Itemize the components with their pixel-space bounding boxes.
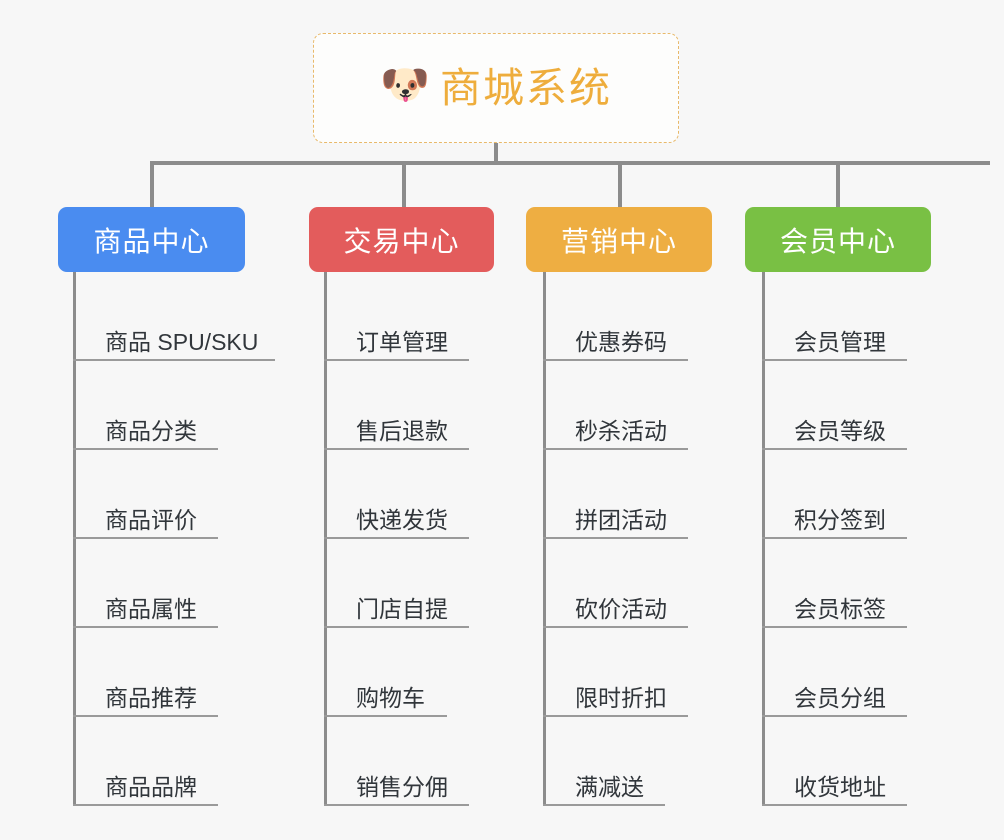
leaf-item[interactable]: 会员管理 — [762, 272, 907, 361]
root-node[interactable]: 🐶 商城系统 — [313, 33, 679, 143]
leaf-item-label: 商品推荐 — [105, 684, 197, 711]
leaf-underline — [762, 804, 907, 806]
leaf-item[interactable]: 商品属性 — [73, 539, 258, 628]
category-label: 营销中心 — [560, 225, 677, 257]
leaf-item[interactable]: 优惠券码 — [543, 272, 688, 361]
leaf-item[interactable]: 商品 SPU/SKU — [73, 272, 275, 361]
leaf-underline — [73, 804, 218, 806]
leaf-item[interactable]: 会员分组 — [762, 628, 907, 717]
leaf-underline — [762, 359, 907, 361]
leaf-spine-line — [324, 272, 327, 806]
leaf-underline — [762, 537, 907, 539]
leaf-item[interactable]: 商品分类 — [73, 361, 258, 450]
category-node-2[interactable]: 交易中心 — [309, 207, 494, 272]
leaf-item[interactable]: 收货地址 — [762, 717, 907, 806]
leaf-underline — [324, 359, 469, 361]
leaf-spine-line — [73, 272, 76, 806]
leaf-item-label: 满减送 — [575, 773, 644, 800]
leaf-underline — [73, 359, 275, 361]
leaf-item-label: 会员等级 — [794, 417, 886, 444]
leaf-item[interactable]: 积分签到 — [762, 450, 907, 539]
leaf-item[interactable]: 商品品牌 — [73, 717, 258, 806]
leaf-item-label: 商品评价 — [105, 506, 197, 533]
branch-drop-line — [618, 161, 622, 207]
leaf-item[interactable]: 购物车 — [324, 628, 448, 717]
leaf-underline — [73, 715, 218, 717]
leaf-item-label: 积分签到 — [794, 506, 886, 533]
leaf-column-4: 会员管理会员等级积分签到会员标签会员分组收货地址 — [762, 272, 907, 806]
leaf-underline — [73, 537, 218, 539]
branch-drop-line — [150, 161, 154, 207]
leaf-underline — [543, 359, 688, 361]
branch-drop-line — [402, 161, 406, 207]
branch-bus-line — [152, 161, 990, 165]
leaf-underline — [543, 448, 688, 450]
leaf-item-label: 秒杀活动 — [575, 417, 667, 444]
leaf-item[interactable]: 销售分佣 — [324, 717, 469, 806]
leaf-column-3: 优惠券码秒杀活动拼团活动砍价活动限时折扣满减送 — [543, 272, 688, 806]
leaf-item-label: 快递发货 — [356, 506, 448, 533]
leaf-underline — [324, 448, 469, 450]
category-label: 会员中心 — [779, 225, 896, 257]
category-node-3[interactable]: 营销中心 — [526, 207, 712, 272]
leaf-item[interactable]: 会员标签 — [762, 539, 907, 628]
leaf-item-label: 购物车 — [356, 684, 425, 711]
leaf-item-label: 限时折扣 — [575, 684, 667, 711]
leaf-item[interactable]: 商品评价 — [73, 450, 258, 539]
leaf-underline — [324, 537, 469, 539]
branch-drop-line — [836, 161, 840, 207]
leaf-item[interactable]: 砍价活动 — [543, 539, 688, 628]
leaf-item[interactable]: 售后退款 — [324, 361, 469, 450]
leaf-column-1: 商品 SPU/SKU 商品分类商品评价商品属性商品推荐商品品牌 — [73, 272, 275, 806]
leaf-item-label: 砍价活动 — [575, 595, 667, 622]
leaf-column-2: 订单管理售后退款快递发货门店自提购物车销售分佣 — [324, 272, 469, 806]
leaf-item-label: 售后退款 — [356, 417, 448, 444]
leaf-item-label: 门店自提 — [356, 595, 448, 622]
leaf-item[interactable]: 订单管理 — [324, 272, 469, 361]
leaf-underline — [543, 804, 665, 806]
leaf-item-label: 收货地址 — [794, 773, 886, 800]
leaf-item-label: 订单管理 — [356, 328, 448, 355]
leaf-item-label: 会员分组 — [794, 684, 886, 711]
leaf-item-label: 会员标签 — [794, 595, 886, 622]
category-label: 商品中心 — [93, 225, 210, 257]
category-label: 交易中心 — [343, 225, 460, 257]
leaf-item[interactable]: 满减送 — [543, 717, 667, 806]
leaf-item-label: 商品品牌 — [105, 773, 197, 800]
leaf-spine-line — [762, 272, 765, 806]
category-node-4[interactable]: 会员中心 — [745, 207, 931, 272]
leaf-item-label: 商品 SPU/SKU — [105, 328, 259, 355]
leaf-item-label: 拼团活动 — [575, 506, 667, 533]
leaf-underline — [73, 448, 218, 450]
leaf-underline — [543, 626, 688, 628]
leaf-item[interactable]: 拼团活动 — [543, 450, 688, 539]
leaf-underline — [324, 715, 447, 717]
category-node-1[interactable]: 商品中心 — [58, 207, 245, 272]
leaf-item-label: 销售分佣 — [356, 773, 448, 800]
leaf-underline — [543, 715, 688, 717]
leaf-item-label: 商品属性 — [105, 595, 197, 622]
leaf-item-label: 优惠券码 — [575, 328, 667, 355]
leaf-item[interactable]: 商品推荐 — [73, 628, 258, 717]
leaf-item[interactable]: 会员等级 — [762, 361, 907, 450]
leaf-underline — [762, 715, 907, 717]
leaf-item-label: 会员管理 — [794, 328, 886, 355]
leaf-item[interactable]: 限时折扣 — [543, 628, 688, 717]
leaf-underline — [324, 804, 469, 806]
leaf-item-label: 商品分类 — [105, 417, 197, 444]
shiba-dog-face-icon: 🐶 — [380, 63, 430, 107]
root-stem-line — [494, 143, 498, 165]
leaf-underline — [73, 626, 218, 628]
leaf-underline — [762, 448, 907, 450]
leaf-item[interactable]: 门店自提 — [324, 539, 469, 628]
leaf-item[interactable]: 快递发货 — [324, 450, 469, 539]
root-title: 商城系统 — [440, 64, 612, 111]
leaf-underline — [543, 537, 688, 539]
leaf-underline — [762, 626, 907, 628]
leaf-item[interactable]: 秒杀活动 — [543, 361, 688, 450]
leaf-spine-line — [543, 272, 546, 806]
leaf-underline — [324, 626, 469, 628]
